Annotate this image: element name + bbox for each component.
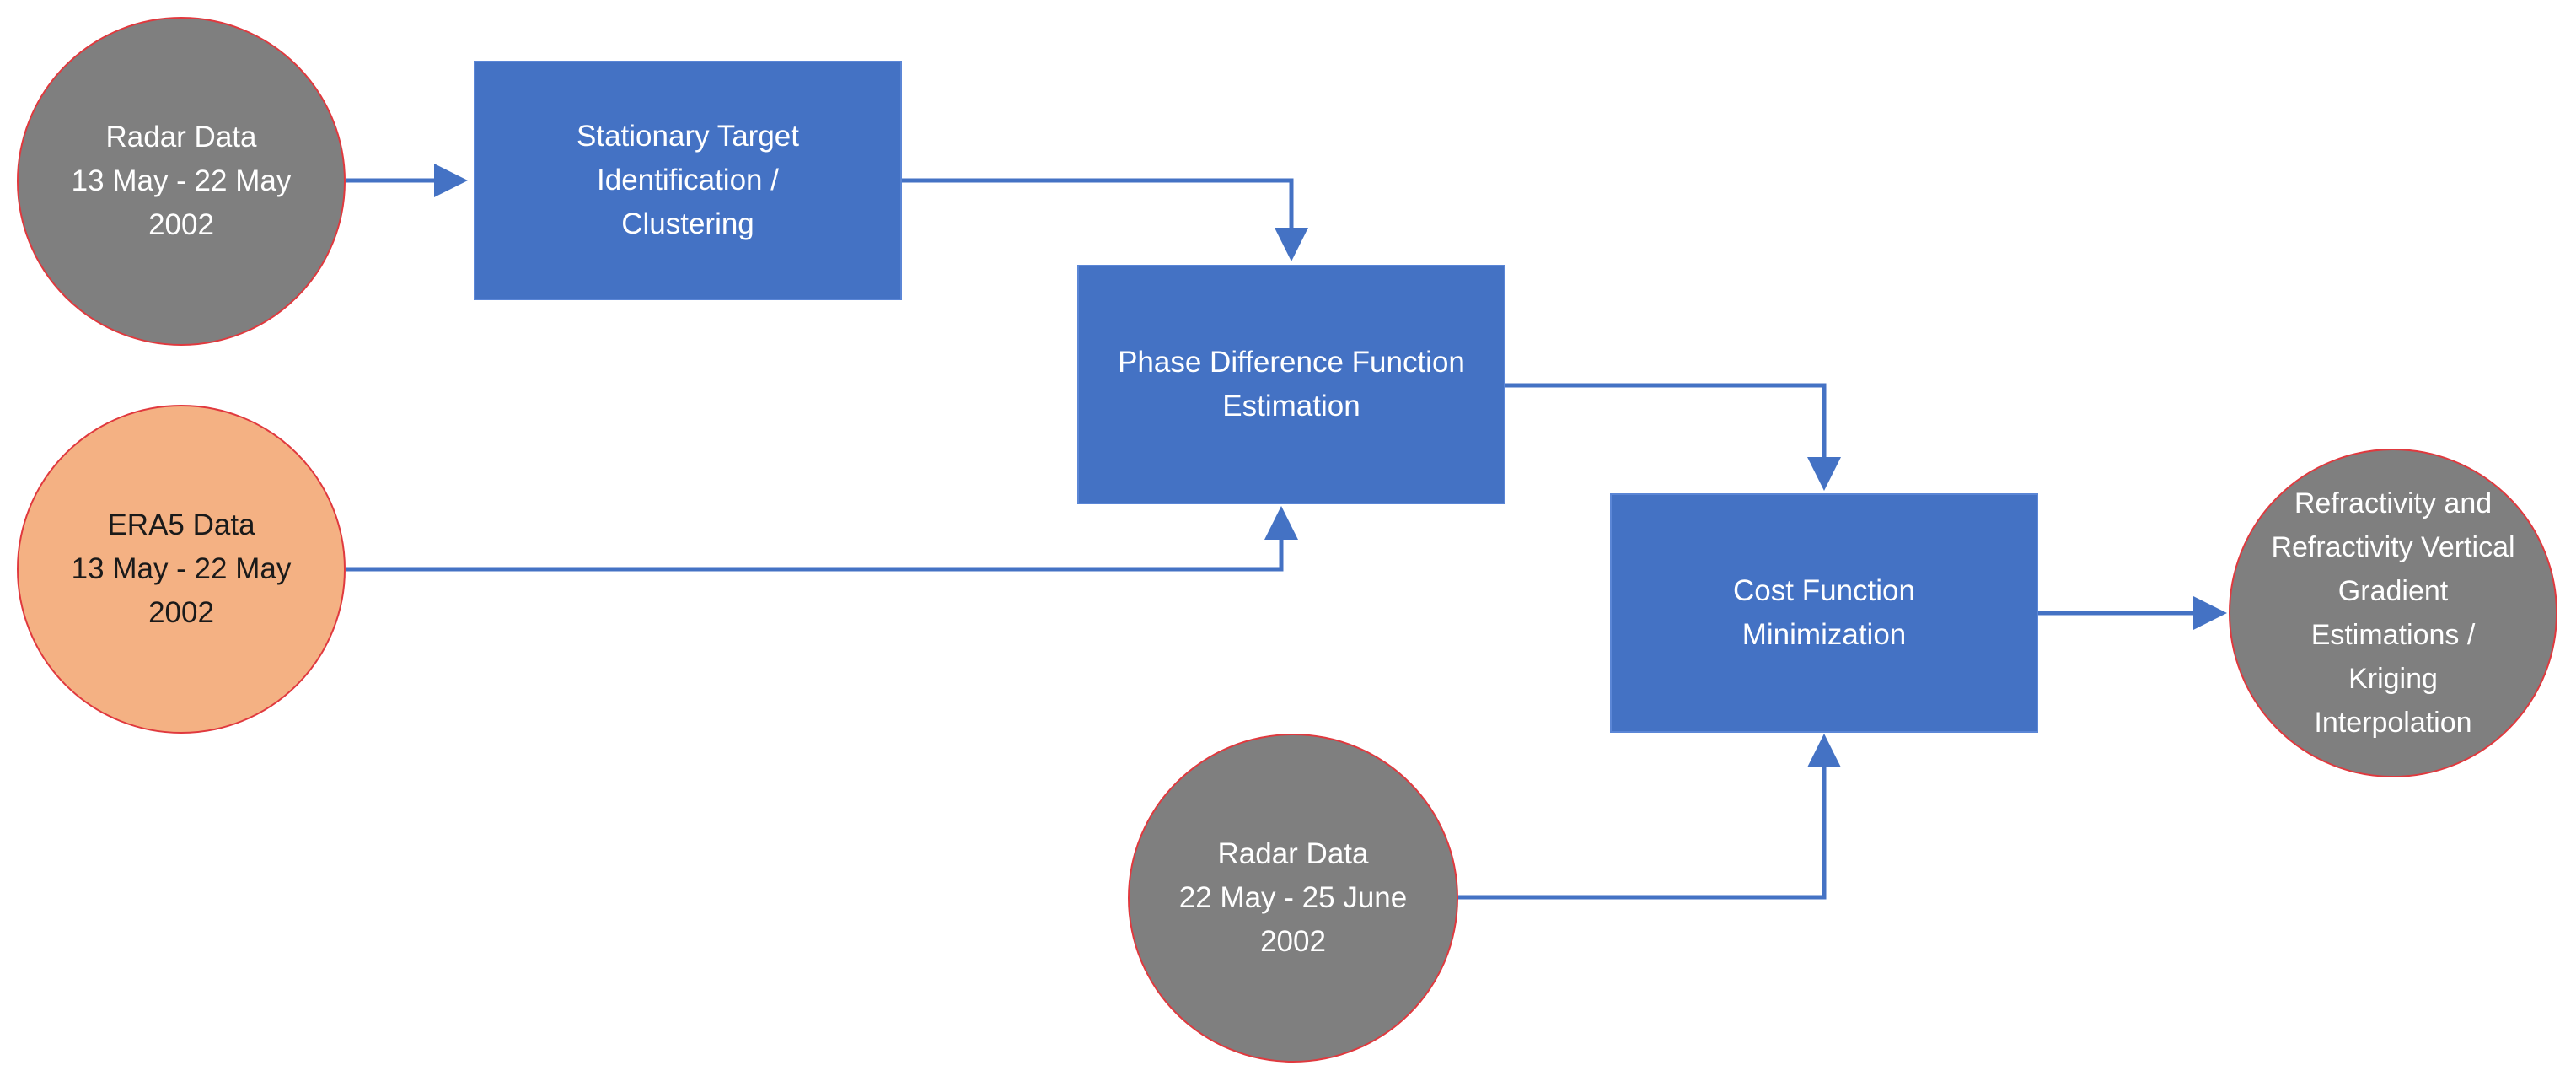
era5-data-node: ERA5 Data 13 May - 22 May 2002	[17, 405, 346, 734]
arrowhead-output	[2193, 596, 2227, 630]
arrowhead-phase-top	[1275, 228, 1308, 261]
refractivity-output-label: Refractivity and Refractivity Vertical G…	[2271, 487, 2515, 739]
edge-stationary-to-phase	[902, 178, 1294, 232]
radar-data-1-node: Radar Data 13 May - 22 May 2002	[17, 17, 346, 346]
arrowhead-phase-bottom	[1264, 506, 1298, 540]
cost-function-box: Cost Function Minimization	[1610, 493, 2038, 733]
edge-phase-to-cost	[1505, 383, 1827, 460]
stationary-target-label: Stationary Target Identification / Clust…	[577, 120, 799, 240]
radar-data-2-label: Radar Data 22 May - 25 June 2002	[1178, 837, 1408, 958]
era5-data-label: ERA5 Data 13 May - 22 May 2002	[71, 508, 292, 629]
radar-data-2-node: Radar Data 22 May - 25 June 2002	[1128, 734, 1458, 1063]
phase-difference-box: Phase Difference Function Estimation	[1077, 265, 1505, 504]
edge-era5-to-phase	[346, 540, 1284, 572]
arrowhead-stationary	[434, 164, 468, 197]
phase-difference-label: Phase Difference Function Estimation	[1118, 346, 1465, 422]
edge-radar2-to-cost	[1458, 767, 1827, 900]
radar-data-1-label: Radar Data 13 May - 22 May 2002	[71, 121, 292, 241]
refractivity-output-node: Refractivity and Refractivity Vertical G…	[2229, 449, 2557, 777]
cost-function-label: Cost Function Minimization	[1733, 574, 1915, 651]
stationary-target-box: Stationary Target Identification / Clust…	[474, 61, 902, 300]
arrowhead-cost-bottom	[1807, 734, 1841, 767]
arrowhead-cost-top	[1807, 457, 1841, 491]
